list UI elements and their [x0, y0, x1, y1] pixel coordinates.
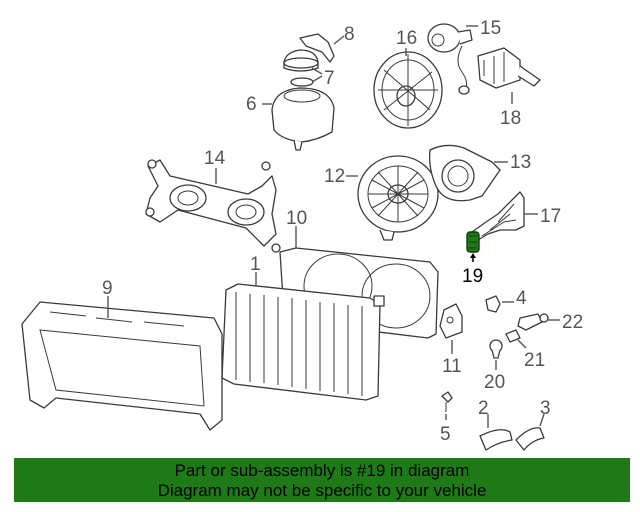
part-20-sender[interactable] [489, 339, 503, 370]
callout-2: 2 [478, 398, 489, 419]
part-5-bolt[interactable] [441, 391, 453, 420]
part-16-fan[interactable] [373, 48, 443, 129]
part-2-hose[interactable] [479, 414, 513, 451]
callout-20: 20 [484, 372, 505, 393]
callout-8: 8 [344, 24, 355, 45]
callout-18: 18 [500, 108, 521, 129]
callout-15: 15 [480, 18, 501, 39]
part-14-shroud-bracket[interactable] [145, 159, 281, 253]
callout-6: 6 [246, 94, 257, 115]
callout-5: 5 [440, 424, 451, 445]
part-21-plug[interactable] [505, 329, 527, 349]
part-11-bracket[interactable] [439, 303, 463, 354]
part-18-control-module[interactable] [477, 47, 541, 104]
part-17-harness[interactable] [471, 191, 538, 241]
part-13-ring-bracket[interactable] [428, 144, 508, 202]
part-12-aux-fan[interactable] [346, 155, 439, 241]
part-8-bracket[interactable] [299, 33, 345, 63]
parts-diagram: 1 2 3 4 5 6 7 8 9 10 11 12 13 14 15 16 1… [21, 18, 583, 451]
banner-line-1: Part or sub-assembly is #19 in diagram [174, 461, 470, 480]
part-19-connector[interactable] [466, 231, 480, 262]
callout-14: 14 [204, 148, 226, 169]
callout-16: 16 [396, 28, 417, 49]
part-15-fan-motor[interactable] [427, 23, 478, 95]
callout-7: 7 [324, 68, 335, 89]
callout-3: 3 [540, 398, 551, 419]
callout-13: 13 [510, 152, 531, 173]
callout-1: 1 [250, 254, 261, 275]
callout-17: 17 [540, 206, 561, 227]
callout-12: 12 [324, 166, 345, 187]
part-6-expansion-tank[interactable] [262, 87, 335, 151]
info-banner: Part or sub-assembly is #19 in diagram D… [14, 458, 630, 502]
callout-4: 4 [516, 288, 527, 309]
callout-22: 22 [562, 312, 583, 333]
part-4-clip[interactable] [485, 295, 514, 313]
callout-19: 19 [462, 266, 483, 287]
part-22-sensor[interactable] [517, 313, 560, 331]
part-3-hose[interactable] [515, 413, 545, 451]
callout-11: 11 [442, 356, 462, 377]
part-1-radiator[interactable] [221, 272, 385, 401]
banner-line-2: Diagram may not be specific to your vehi… [157, 481, 487, 500]
callout-10: 10 [286, 208, 307, 229]
part-9-support-panel[interactable] [21, 296, 223, 431]
part-7-cap[interactable] [283, 49, 323, 87]
callout-21: 21 [524, 350, 545, 371]
callout-9: 9 [102, 278, 113, 299]
